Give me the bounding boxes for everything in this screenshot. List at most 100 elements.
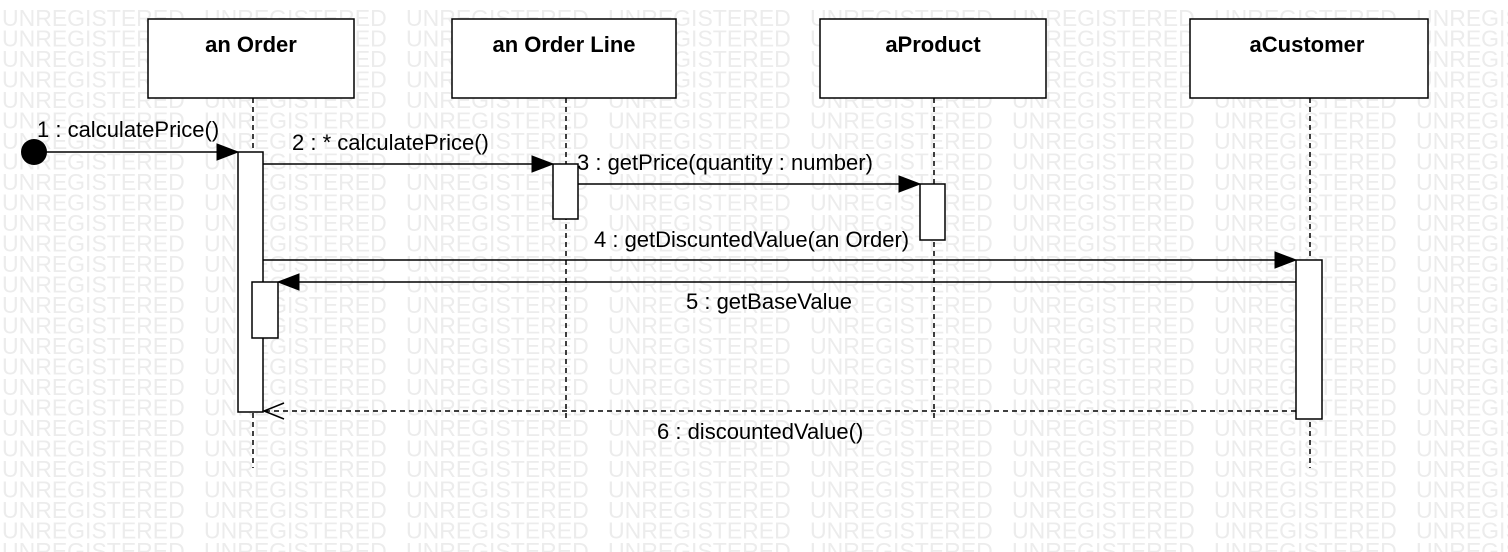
watermark-text: UNREGISTERED — [204, 395, 387, 421]
watermark-text: UNREGISTERED — [406, 538, 589, 552]
watermark-text: UNREGISTERED — [1416, 518, 1508, 544]
message-1-arrowhead — [216, 143, 240, 161]
activation-acustomer[interactable] — [1295, 259, 1323, 420]
watermark-text: UNREGISTERED — [1012, 374, 1195, 400]
watermark-text: UNREGISTERED — [204, 415, 387, 441]
watermark-text: UNREGISTERED — [810, 251, 993, 277]
watermark-text: UNREGISTERED — [810, 374, 993, 400]
watermark-text: UNREGISTERED — [1012, 149, 1195, 175]
watermark-text: UNREGISTERED — [1012, 231, 1195, 257]
watermark-text: UNREGISTERED — [1416, 415, 1508, 441]
watermark-text: UNREGISTERED — [608, 313, 791, 339]
watermark-text: UNREGISTERED — [1214, 231, 1397, 257]
watermark-text: UNREGISTERED — [204, 169, 387, 195]
watermark-text: UNREGISTERED — [1416, 251, 1508, 277]
watermark-text: UNREGISTERED — [2, 169, 185, 195]
watermark-text: UNREGISTERED — [1214, 169, 1397, 195]
watermark-text: UNREGISTERED — [1416, 333, 1508, 359]
watermark-text: UNREGISTERED — [2, 477, 185, 503]
watermark-text: UNREGISTERED — [608, 333, 791, 359]
watermark-text: UNREGISTERED — [1416, 395, 1508, 421]
watermark-text: UNREGISTERED — [1214, 538, 1397, 552]
watermark-text: UNREGISTERED — [406, 395, 589, 421]
watermark-text: UNREGISTERED — [1416, 456, 1508, 482]
watermark-text: UNREGISTERED — [1416, 5, 1508, 31]
watermark-text: UNREGISTERED — [1416, 292, 1508, 318]
watermark-text: UNREGISTERED — [608, 108, 791, 134]
watermark-text: UNREGISTERED — [2, 354, 185, 380]
activation-aproduct[interactable] — [919, 183, 946, 241]
lifeline-box-aproduct[interactable] — [819, 18, 1047, 99]
lifeline-an-order-line[interactable]: an Order Line — [451, 18, 677, 418]
watermark-text: UNREGISTERED — [406, 497, 589, 523]
message-1[interactable]: 1 : calculatePrice() — [21, 117, 240, 165]
watermark-text: UNREGISTERED — [204, 477, 387, 503]
watermark-text: UNREGISTERED — [2, 497, 185, 523]
lifeline-box-an-order-line[interactable] — [451, 18, 677, 99]
watermark-text: UNREGISTERED — [2, 395, 185, 421]
watermark-text: UNREGISTERED — [1214, 190, 1397, 216]
watermark-text: UNREGISTERED — [204, 518, 387, 544]
watermark-text: UNREGISTERED — [810, 538, 993, 552]
watermark-text: UNREGISTERED — [2, 456, 185, 482]
watermark-text: UNREGISTERED — [1416, 477, 1508, 503]
watermark-text: UNREGISTERED — [608, 374, 791, 400]
watermark-text: UNREGISTERED — [406, 333, 589, 359]
activation-an-order-nested[interactable] — [251, 281, 279, 339]
watermark-text: UNREGISTERED — [810, 518, 993, 544]
watermark-text: UNREGISTERED — [1012, 272, 1195, 298]
watermark-text: UNREGISTERED — [406, 436, 589, 462]
watermark-text: UNREGISTERED — [204, 333, 387, 359]
watermark-text: UNREGISTERED — [608, 477, 791, 503]
watermark-text: UNREGISTERED — [608, 231, 791, 257]
watermark-text: UNREGISTERED — [406, 251, 589, 277]
lifeline-aproduct[interactable]: aProduct — [819, 18, 1047, 418]
watermark-text: UNREGISTERED — [608, 497, 791, 523]
watermark-text: UNREGISTERED — [1416, 190, 1508, 216]
watermark-text: UNREGISTERED — [608, 272, 791, 298]
message-5[interactable]: 5 : getBaseValue — [276, 273, 1296, 314]
watermark-text: UNREGISTERED — [608, 149, 791, 175]
watermark-text: UNREGISTERED — [406, 374, 589, 400]
watermark-text: UNREGISTERED — [608, 292, 791, 318]
lifeline-box-an-order[interactable] — [147, 18, 355, 99]
watermark-text: UNREGISTERED — [810, 210, 993, 236]
message-4-label: 4 : getDiscuntedValue(an Order) — [594, 227, 909, 252]
message-2[interactable]: 2 : * calculatePrice() — [263, 130, 555, 173]
watermark-text: UNREGISTERED — [204, 251, 387, 277]
watermark-text: UNREGISTERED — [810, 292, 993, 318]
message-6[interactable]: 6 : discountedValue() — [261, 402, 1296, 444]
watermark-text: UNREGISTERED — [204, 210, 387, 236]
watermark-text: UNREGISTERED — [1416, 374, 1508, 400]
watermark-text: UNREGISTERED — [1012, 497, 1195, 523]
watermark-text: UNREGISTERED — [204, 436, 387, 462]
watermark-text: UNREGISTERED — [608, 251, 791, 277]
activation-an-order-line[interactable] — [552, 163, 579, 220]
watermark-text: UNREGISTERED — [204, 497, 387, 523]
watermark-text: UNREGISTERED — [2, 333, 185, 359]
watermark-text: UNREGISTERED — [1214, 456, 1397, 482]
watermark-text: UNREGISTERED — [2, 292, 185, 318]
watermark-text: UNREGISTERED — [2, 251, 185, 277]
watermark-text: UNREGISTERED — [608, 169, 791, 195]
watermark-text: UNREGISTERED — [406, 313, 589, 339]
watermark-text: UNREGISTERED — [1416, 538, 1508, 552]
message-4[interactable]: 4 : getDiscuntedValue(an Order) — [263, 227, 1298, 269]
watermark-text: UNREGISTERED — [1012, 210, 1195, 236]
message-2-arrowhead — [531, 155, 555, 173]
watermark-text: UNREGISTERED — [810, 436, 993, 462]
watermark-text: UNREGISTERED — [1012, 538, 1195, 552]
watermark-text: UNREGISTERED — [2, 374, 185, 400]
watermark-text: UNREGISTERED — [204, 128, 387, 154]
watermark-text: UNREGISTERED — [608, 415, 791, 441]
message-3[interactable]: 3 : getPrice(quantity : number) — [577, 150, 922, 193]
watermark-text: UNREGISTERED — [810, 149, 993, 175]
watermark-text: UNREGISTERED — [2, 415, 185, 441]
watermark-text: UNREGISTERED — [1012, 354, 1195, 380]
watermark-text: UNREGISTERED — [204, 108, 387, 134]
lifeline-box-acustomer[interactable] — [1189, 18, 1429, 99]
lifeline-an-order[interactable]: an Order — [147, 18, 355, 468]
watermark-text: UNREGISTERED — [1214, 518, 1397, 544]
